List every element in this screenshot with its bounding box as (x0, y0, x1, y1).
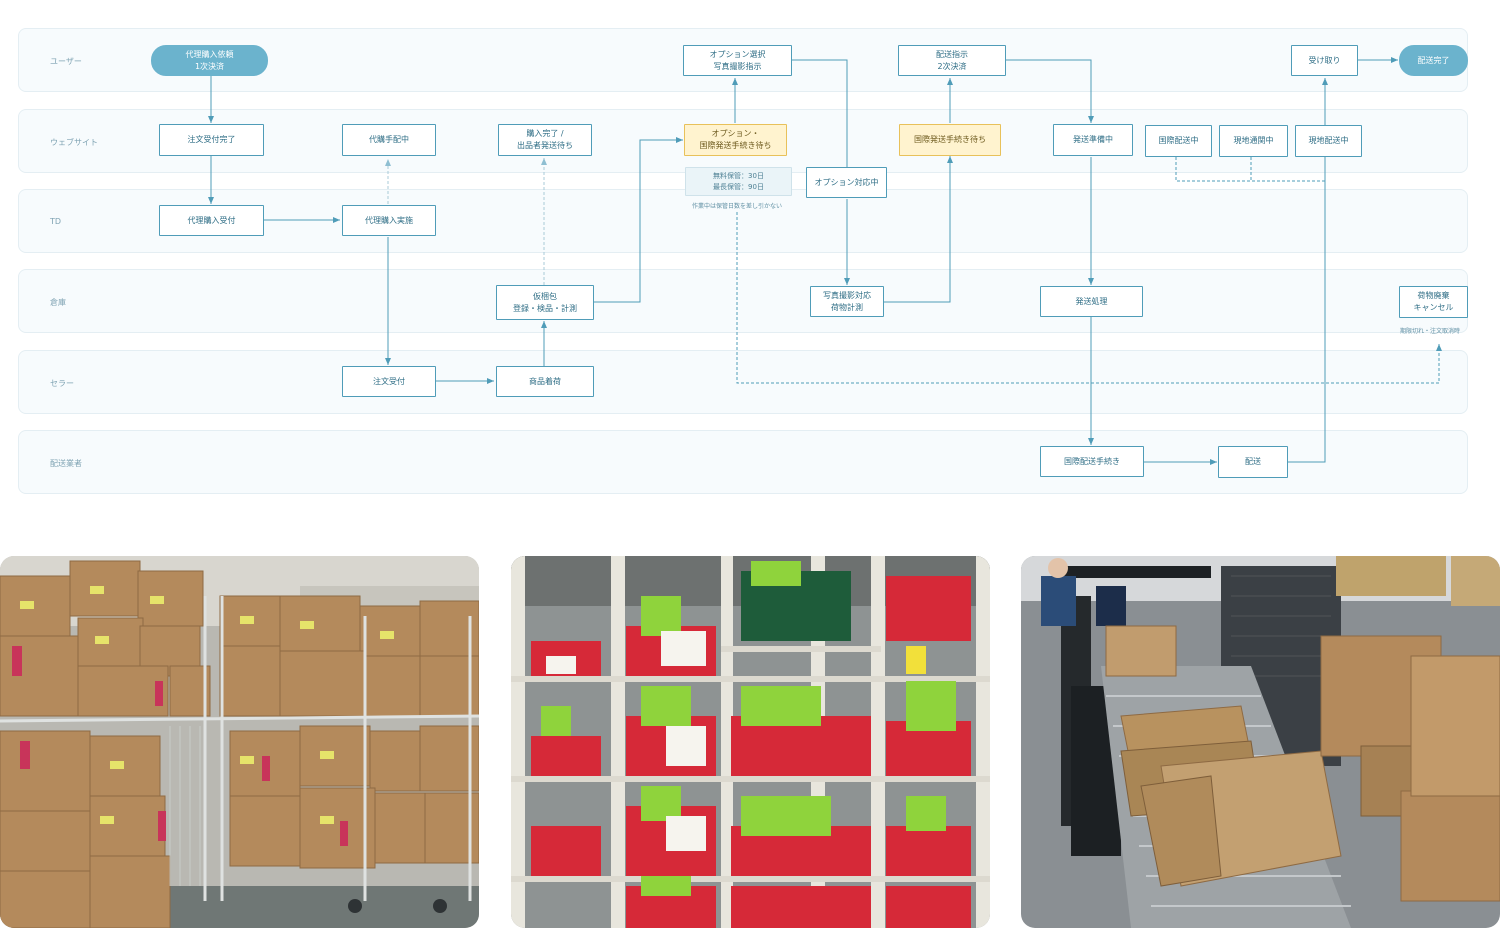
lane-label-td: TD (50, 217, 62, 226)
node-ship-instruct: 配送指示 2次決済 (898, 45, 1006, 76)
conveyor-packages-photo (1021, 556, 1500, 928)
node-done: 配送完了 (1399, 45, 1468, 76)
edge-delivery-to-receive (1288, 78, 1328, 463)
edge-disposal-route (736, 212, 1442, 384)
node-arranging: 代購手配中 (342, 124, 436, 156)
node-local-delivery: 現地配送中 (1295, 125, 1362, 157)
node-request: 代理購入依頼 1次決済 (151, 45, 268, 76)
node-customs: 現地通関中 (1219, 125, 1288, 157)
edge-instruct-to-preparing (1006, 59, 1094, 123)
edge-select-to-handling (792, 59, 848, 167)
node-temp-pack: 仮梱包 登録・検品・計測 (496, 285, 594, 320)
node-order-received: 注文受付完了 (159, 124, 264, 156)
lane-warehouse (18, 269, 1468, 333)
node-delivery: 配送 (1218, 446, 1288, 478)
workflow-diagram: ユーザー ウェブサイト TD 倉庫 セラー 配送業者 (18, 28, 1468, 494)
node-option-select: オプション選択 写真撮影指示 (683, 45, 792, 76)
edge-photo-to-intl-wait (884, 156, 953, 303)
node-preparing: 発送準備中 (1053, 124, 1133, 156)
node-disposal: 荷物廃棄 キャンセル (1399, 286, 1468, 318)
lane-label-warehouse: 倉庫 (50, 298, 66, 307)
node-intl-wait: 国際発送手続き待ち (899, 124, 1001, 156)
node-purchase-done: 購入完了 / 出品者発送待ち (498, 124, 592, 156)
node-storage-info: 無料保管：30日 最長保管：90日 (685, 167, 792, 196)
node-intl-shipping: 国際配送中 (1145, 125, 1212, 157)
lane-label-user: ユーザー (50, 57, 82, 66)
flow-arrows (208, 57, 1442, 465)
lane-seller (18, 350, 1468, 414)
lane-label-carrier: 配送業者 (50, 459, 82, 468)
node-option-handling: オプション対応中 (806, 167, 887, 198)
warehouse-boxes-cart-photo (0, 556, 479, 928)
lane-label-website: ウェブサイト (50, 138, 98, 147)
edge-status-bracket (1175, 157, 1325, 182)
node-seller-order: 注文受付 (342, 366, 436, 397)
storage-note: 作業中は保管日数を差し引かない (692, 203, 783, 210)
node-ship-process: 発送処理 (1040, 286, 1143, 317)
disposal-note: 期限切れ・注文取消時 (1400, 328, 1461, 335)
warehouse-shelves-baskets-photo (511, 556, 990, 928)
node-intl-procedure: 国際配送手続き (1040, 446, 1144, 477)
node-photo-handling: 写真撮影対応 荷物計測 (810, 286, 884, 317)
node-option-wait: オプション・ 国際発送手続き待ち (684, 124, 787, 156)
node-arrival: 商品着荷 (496, 366, 594, 397)
node-proxy-exec: 代理購入実施 (342, 205, 436, 236)
node-receive: 受け取り (1291, 45, 1358, 76)
edge-pack-to-option-wait (594, 137, 683, 303)
node-proxy-received: 代理購入受付 (159, 205, 264, 236)
lane-label-seller: セラー (50, 379, 74, 388)
